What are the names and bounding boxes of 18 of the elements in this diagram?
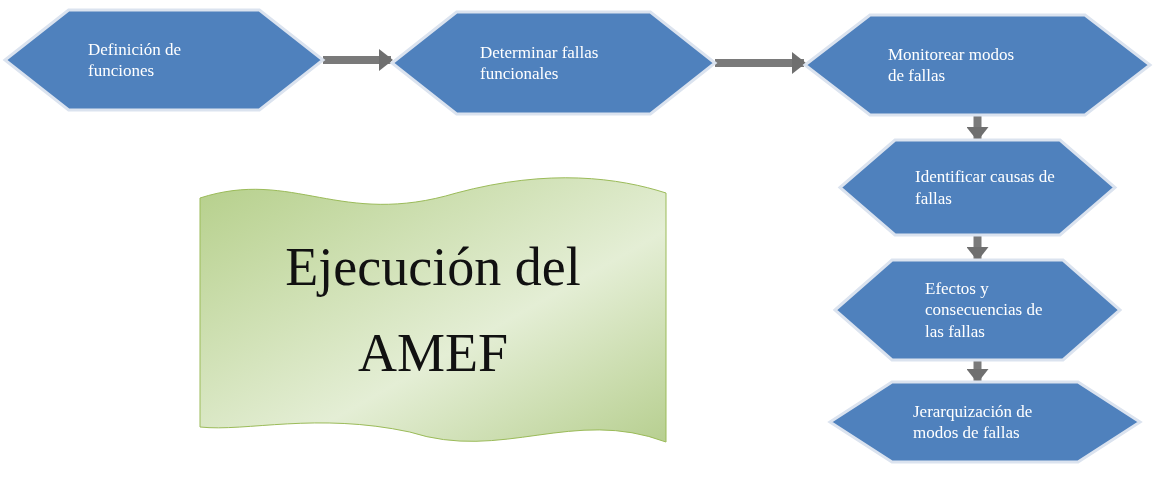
- arrow: [966, 361, 989, 383]
- step-label: Identificar causas de fallas: [915, 166, 1055, 209]
- step-label: Monitorear modos de fallas: [888, 43, 1016, 87]
- hexagon-box: [5, 10, 323, 110]
- arrow: [966, 236, 989, 261]
- arrow: [323, 49, 393, 71]
- hexagon-box: [805, 15, 1150, 115]
- arrow: [715, 52, 806, 74]
- banner-title: Ejecución del AMEF: [284, 235, 582, 385]
- step-label: Definición de funciones: [88, 38, 182, 82]
- hexagon-box: [392, 12, 715, 114]
- arrow: [966, 116, 989, 141]
- hexagon-box: [840, 140, 1115, 235]
- step-label: Determinar fallas funcionales: [480, 41, 600, 85]
- hexagon-box: [835, 260, 1120, 360]
- hexagon-box: [830, 382, 1140, 462]
- step-label: Jerarquización de modos de fallas: [913, 400, 1034, 444]
- step-label: Efectos y consecuencias de las fallas: [925, 278, 1044, 342]
